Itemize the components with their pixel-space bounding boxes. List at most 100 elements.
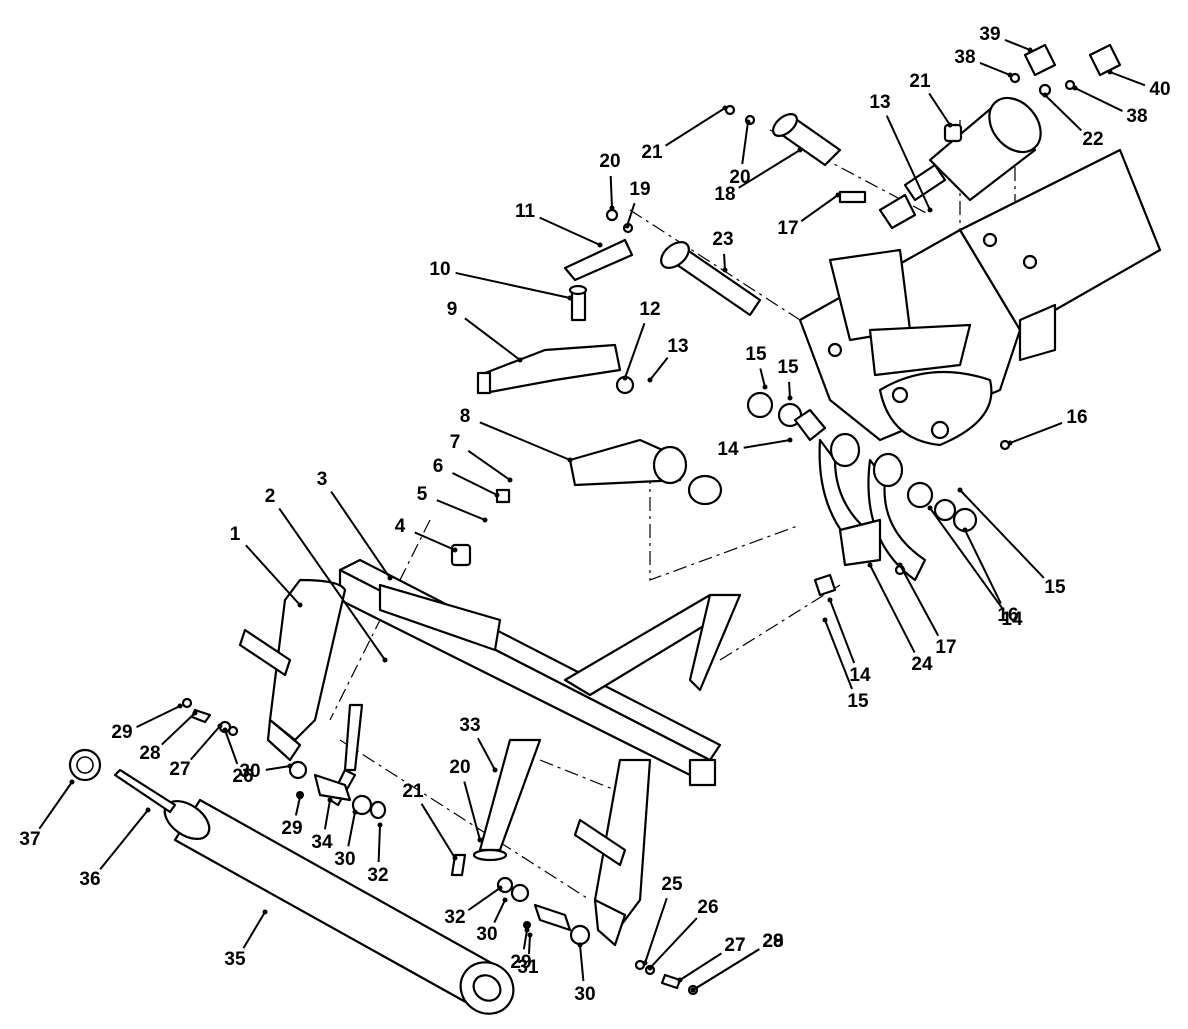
callout-leader: [743, 439, 791, 449]
callout-leader: [161, 712, 196, 746]
callout-number: 30: [476, 924, 497, 945]
callout-number: 23: [712, 229, 733, 250]
callout-leader-tip: [1007, 72, 1013, 78]
callout-leader-tip: [297, 794, 303, 800]
callout-leader-tip: [1007, 440, 1013, 446]
callout-leader: [455, 271, 571, 299]
callout-number: 22: [1082, 129, 1103, 150]
left-hanger: [238, 578, 347, 762]
callout-number: 32: [444, 907, 465, 928]
callout-leader-tip: [745, 119, 751, 125]
callout-leader: [1044, 94, 1083, 132]
callout-leader: [330, 490, 391, 579]
callout-leader: [1009, 421, 1063, 444]
callout-number: 29: [281, 818, 302, 839]
bushings-washers: [746, 391, 978, 533]
callout-leader-tip: [1072, 85, 1078, 91]
callout-leader-tip: [507, 477, 513, 483]
callout-leader-tip: [527, 932, 533, 938]
callout-leader-tip: [677, 977, 683, 983]
callout-leader-tip: [492, 767, 498, 773]
callout-leader: [788, 381, 791, 399]
callout-leader: [800, 194, 839, 222]
callout-leader: [265, 765, 291, 771]
callout-leader-tip: [1107, 69, 1113, 75]
callout-leader: [1004, 38, 1031, 51]
callout-leader-tip: [957, 487, 963, 493]
callout-number: 15: [1044, 577, 1066, 598]
callout-number: 37: [19, 829, 40, 850]
roller: [68, 748, 515, 1015]
callout-number: 38: [954, 47, 975, 68]
callout-leader-tip: [787, 437, 793, 443]
callout-number: 34: [311, 832, 333, 853]
callout-leader: [579, 944, 585, 982]
callout-number: 21: [909, 71, 931, 92]
callout-number: 18: [714, 184, 735, 205]
callout-leader: [959, 489, 1045, 579]
callout-number: 11: [515, 201, 536, 222]
callout-leader: [869, 564, 916, 654]
callout-number: 14: [849, 665, 871, 686]
callout-leader: [1074, 87, 1123, 112]
callout-number: 14: [717, 439, 739, 460]
callout-leader: [452, 472, 498, 496]
callout-number: 3: [317, 469, 328, 490]
callout-number: 2: [265, 486, 276, 507]
callout-leader: [38, 781, 73, 830]
callout-leader: [649, 357, 669, 381]
callout-number: 38: [1126, 106, 1147, 127]
callout-leader-tip: [494, 492, 500, 498]
assembly-centerlines: [329, 120, 1016, 901]
callout-leader-tip: [452, 855, 458, 861]
callout-leader: [464, 317, 521, 361]
callout-leader-tip: [597, 242, 603, 248]
callout-number: 20: [599, 151, 620, 172]
callout-leader-tip: [647, 377, 653, 383]
callout-leader: [824, 619, 853, 690]
callout-leader: [414, 531, 456, 551]
callout-leader-tip: [517, 357, 523, 363]
callout-number: 29: [510, 952, 531, 973]
callout-number: 15: [745, 344, 767, 365]
callout-leader: [493, 899, 506, 923]
callout-leader: [929, 507, 1004, 610]
callout-leader-tip: [262, 909, 268, 915]
callout-number: 15: [777, 357, 799, 378]
callout-leader-tip: [382, 657, 388, 663]
pivot-pins: [568, 113, 867, 322]
pivot-brackets: [813, 432, 927, 597]
callout-leader-tip: [787, 395, 793, 401]
callout-leader: [347, 811, 356, 847]
callout-leader-tip: [524, 927, 530, 933]
callout-leader-tip: [927, 505, 933, 511]
callout-leader: [723, 253, 726, 271]
callout-number: 19: [629, 179, 650, 200]
callout-number: 8: [460, 406, 471, 427]
callout-number: 30: [574, 984, 595, 1005]
callout-leader-tip: [947, 122, 953, 128]
callout-leader: [294, 796, 301, 816]
callout-leader: [649, 917, 698, 969]
callout-leader-tip: [827, 597, 833, 603]
right-hanger: [573, 758, 652, 947]
callout-number: 6: [433, 456, 444, 477]
callout-leader-tip: [452, 547, 458, 553]
callout-leader-tip: [897, 562, 903, 568]
callout-leader-tip: [502, 897, 508, 903]
callout-leader-tip: [927, 207, 933, 213]
callout-leader-tip: [352, 809, 358, 815]
callout-number: 29: [111, 722, 132, 743]
callout-leader-tip: [624, 223, 630, 229]
callout-number: 17: [935, 637, 956, 658]
callout-leader-tip: [287, 763, 293, 769]
callout-number: 26: [232, 766, 253, 787]
callout-number: 14: [1001, 609, 1023, 630]
callout-leader: [242, 911, 266, 949]
callout-leader-tip: [622, 375, 628, 381]
callout-leader-tip: [797, 147, 803, 153]
callout-leader-tip: [762, 384, 768, 390]
callout-number: 24: [911, 654, 933, 675]
callout-number: 28: [762, 931, 783, 952]
